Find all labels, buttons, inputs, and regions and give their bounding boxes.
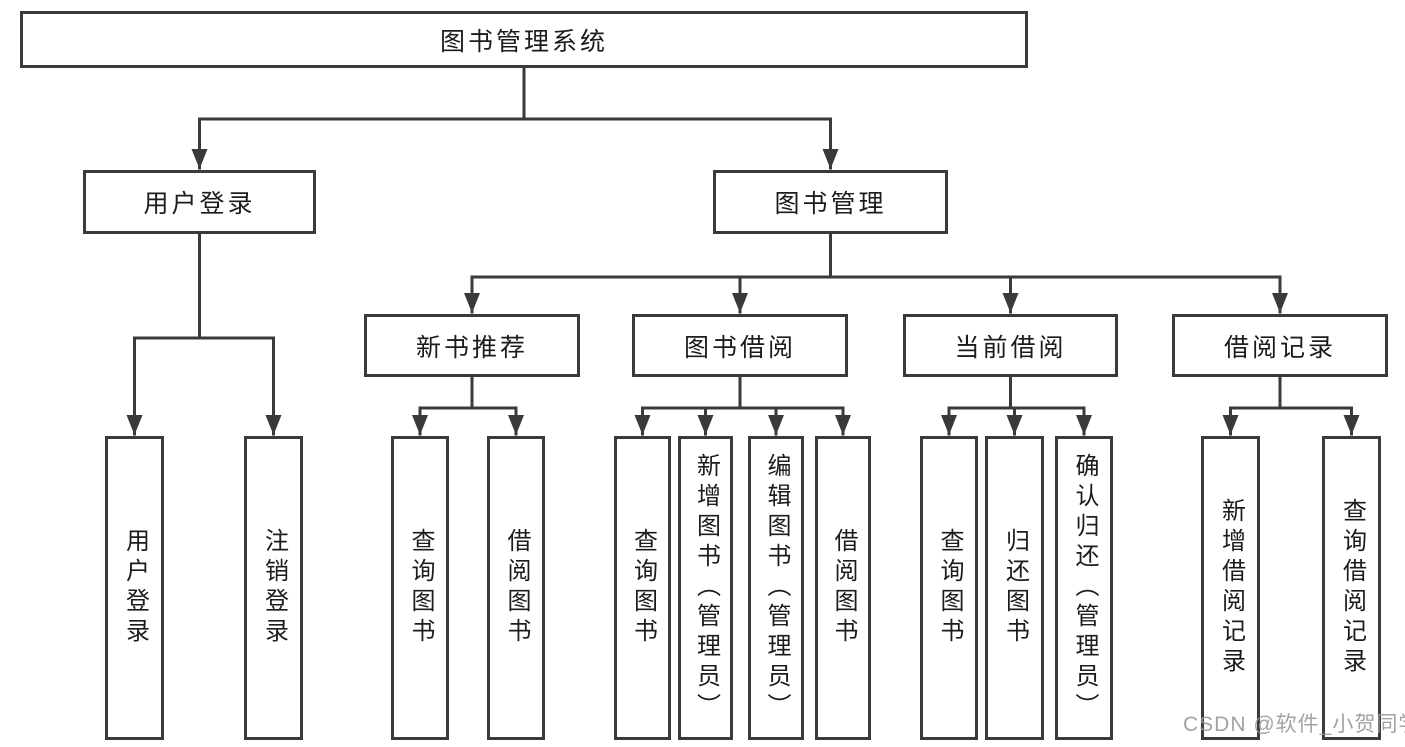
connector-root-trunk — [198, 66, 832, 121]
node-label: 图书管理系统 — [439, 27, 608, 56]
node-label: 新增借阅记录 — [1217, 498, 1245, 678]
node-user-login: 用户登录 — [83, 170, 316, 234]
node-label: 借阅图书 — [830, 528, 857, 648]
node-label: 编辑图书（管理员） — [763, 453, 790, 723]
node-label: 查询图书 — [407, 528, 434, 648]
node-label: 查询图书 — [936, 528, 963, 648]
node-borrowing-records: 借阅记录 — [1172, 314, 1388, 377]
node-library-management-system: 图书管理系统 — [20, 11, 1028, 68]
connector-mgmt-trunk — [470, 232, 1282, 279]
node-current-borrowing: 当前借阅 — [903, 314, 1118, 377]
node-label: 借阅图书 — [503, 528, 530, 648]
node-leaf-add-books-admin: 新增图书（管理员） — [678, 436, 733, 740]
node-leaf-rec-borrow-books: 借阅图书 — [487, 436, 545, 740]
node-leaf-query-borrow-record: 查询借阅记录 — [1322, 436, 1381, 740]
node-label: 查询借阅记录 — [1338, 498, 1366, 678]
node-label: 确认归还（管理员） — [1071, 453, 1098, 723]
node-leaf-borrow-books: 借阅图书 — [815, 436, 871, 740]
csdn-watermark: CSDN @软件_小贺同学 — [1183, 713, 1405, 736]
node-label: 新增图书（管理员） — [692, 453, 720, 723]
node-label: 用户登录 — [143, 190, 256, 218]
connector-records-trunk — [1229, 375, 1353, 410]
node-label: 图书借阅 — [683, 333, 796, 362]
node-leaf-confirm-return-admin: 确认归还（管理员） — [1055, 436, 1113, 740]
node-label: 归还图书 — [1001, 528, 1029, 648]
node-label: 当前借阅 — [954, 333, 1067, 362]
node-leaf-rec-query-books: 查询图书 — [391, 436, 449, 740]
node-leaf-borrow-query-books: 查询图书 — [614, 436, 671, 740]
connector-login-trunk — [133, 232, 275, 340]
node-label: 用户登录 — [121, 528, 149, 648]
node-book-borrowing: 图书借阅 — [632, 314, 848, 377]
node-leaf-return-books: 归还图书 — [985, 436, 1044, 740]
node-leaf-edit-books-admin: 编辑图书（管理员） — [748, 436, 804, 740]
node-leaf-current-query-books: 查询图书 — [920, 436, 978, 740]
node-leaf-add-borrow-record: 新增借阅记录 — [1201, 436, 1260, 740]
node-label: 借阅记录 — [1223, 333, 1336, 362]
node-leaf-user-login: 用户登录 — [105, 436, 164, 740]
connector-borrow-trunk — [641, 375, 845, 410]
connector-current-trunk — [947, 375, 1086, 410]
node-label: 查询图书 — [629, 528, 657, 648]
node-book-management: 图书管理 — [713, 170, 948, 234]
node-leaf-logout: 注销登录 — [244, 436, 303, 740]
node-label: 图书管理 — [774, 190, 887, 218]
connector-rec-trunk — [418, 375, 518, 410]
node-new-book-recommend: 新书推荐 — [364, 314, 580, 377]
node-label: 注销登录 — [260, 528, 288, 648]
node-label: 新书推荐 — [415, 333, 528, 362]
